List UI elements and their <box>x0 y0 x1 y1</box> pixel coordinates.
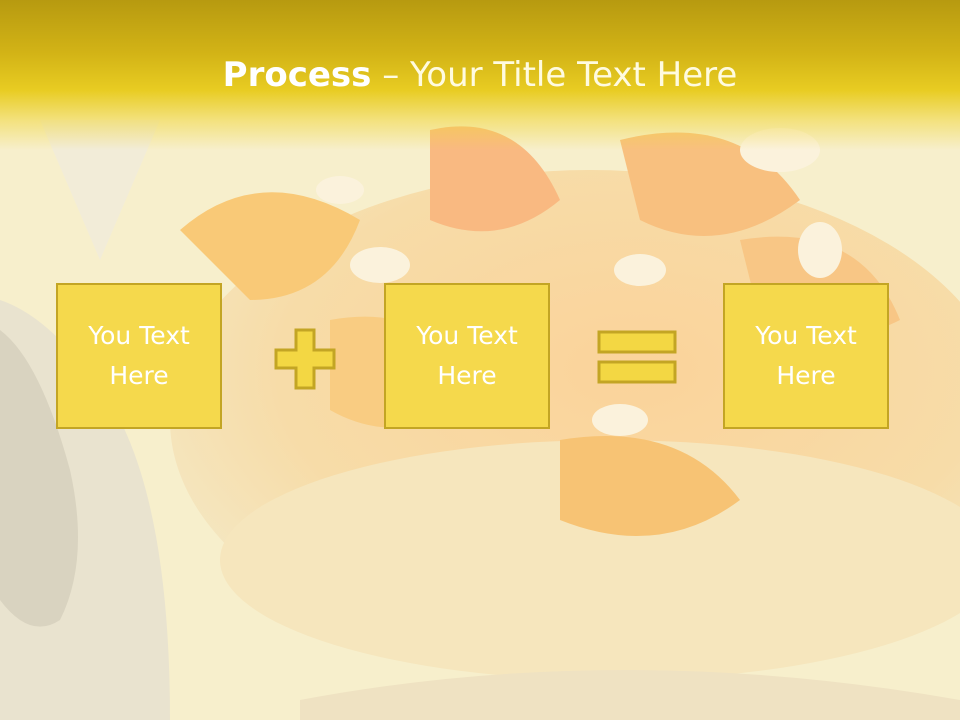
process-step-1-text: You Text Here <box>88 321 190 390</box>
process-step-3-box[interactable]: You Text Here <box>723 283 889 429</box>
plus-icon <box>274 328 336 390</box>
equals-icon <box>597 330 677 384</box>
process-step-1-box[interactable]: You Text Here <box>56 283 222 429</box>
title-band <box>0 0 960 150</box>
process-step-2-box[interactable]: You Text Here <box>384 283 550 429</box>
slide-title: Process – Your Title Text Here <box>0 48 960 102</box>
process-step-3-text: You Text Here <box>755 321 857 390</box>
process-step-2-text: You Text Here <box>416 321 518 390</box>
title-dash: – <box>371 55 411 95</box>
title-bold: Process <box>222 55 372 95</box>
title-rest: Your Title Text Here <box>410 55 738 95</box>
